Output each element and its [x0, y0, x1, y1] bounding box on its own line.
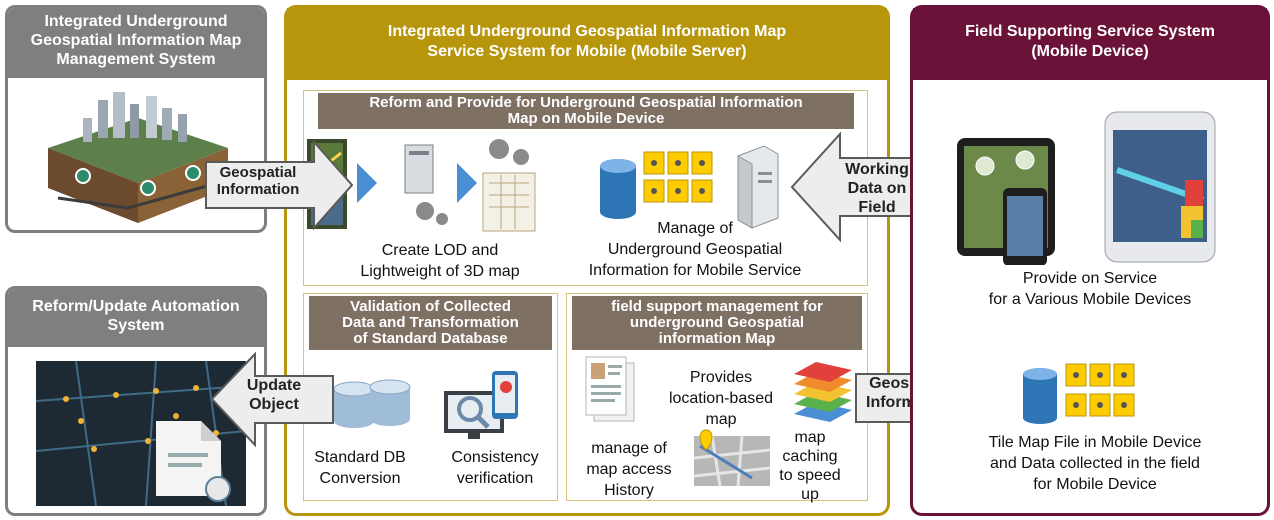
mobile-devices-image	[957, 111, 1216, 265]
reform-provide-title: Reform and Provide for Underground Geosp…	[318, 93, 854, 129]
history-caption: manage of map access History	[586, 440, 672, 499]
validation-section: Validation of Collected Data and Transfo…	[303, 293, 558, 501]
field-service-title: Field Supporting Service System (Mobile …	[913, 8, 1267, 80]
location-map-icon	[693, 429, 771, 487]
automation-system-panel: Reform/Update Automation System	[5, 286, 267, 516]
working-data-label: Working Data on Field	[845, 161, 909, 216]
field-support-title: field support management for underground…	[572, 296, 862, 350]
manage-caption: Manage of Underground Geospatial Informa…	[588, 220, 802, 279]
consistency-caption: Consistency verification	[451, 449, 539, 487]
std-db-icon	[333, 379, 411, 428]
automation-system-title: Reform/Update Automation System	[8, 289, 264, 347]
map-caching-layers-icon	[794, 362, 852, 422]
update-object-arrow	[210, 352, 334, 447]
update-object-label: Update Object	[246, 377, 302, 413]
management-system-panel: Integrated Underground Geospatial Inform…	[5, 5, 267, 233]
tile-map-caption: Tile Map File in Mobile Device and Data …	[988, 434, 1202, 493]
database-folders-server-icons	[600, 145, 779, 229]
automation-map-image	[36, 361, 246, 506]
provide-service-caption: Provide on Service for a Various Mobile …	[988, 270, 1192, 308]
management-system-title: Integrated Underground Geospatial Inform…	[8, 8, 264, 78]
mobile-server-title: Integrated Underground Geospatial Inform…	[287, 8, 887, 80]
location-caption: Provides location-based map	[668, 369, 774, 428]
consistency-icon	[444, 371, 518, 439]
field-service-panel: Field Supporting Service System (Mobile …	[910, 5, 1270, 516]
history-document-icon	[585, 356, 635, 422]
tile-db-folders-icon	[1023, 363, 1135, 424]
std-db-caption: Standard DB Conversion	[314, 449, 406, 487]
caching-caption: map caching to speed up	[779, 429, 841, 503]
lod-caption: Create LOD and Lightweight of 3D map	[360, 242, 520, 280]
geospatial-info-label-left: Geospatial Information	[216, 164, 300, 198]
geospatial-info-arrow-left	[205, 140, 354, 230]
validation-title: Validation of Collected Data and Transfo…	[309, 296, 552, 350]
